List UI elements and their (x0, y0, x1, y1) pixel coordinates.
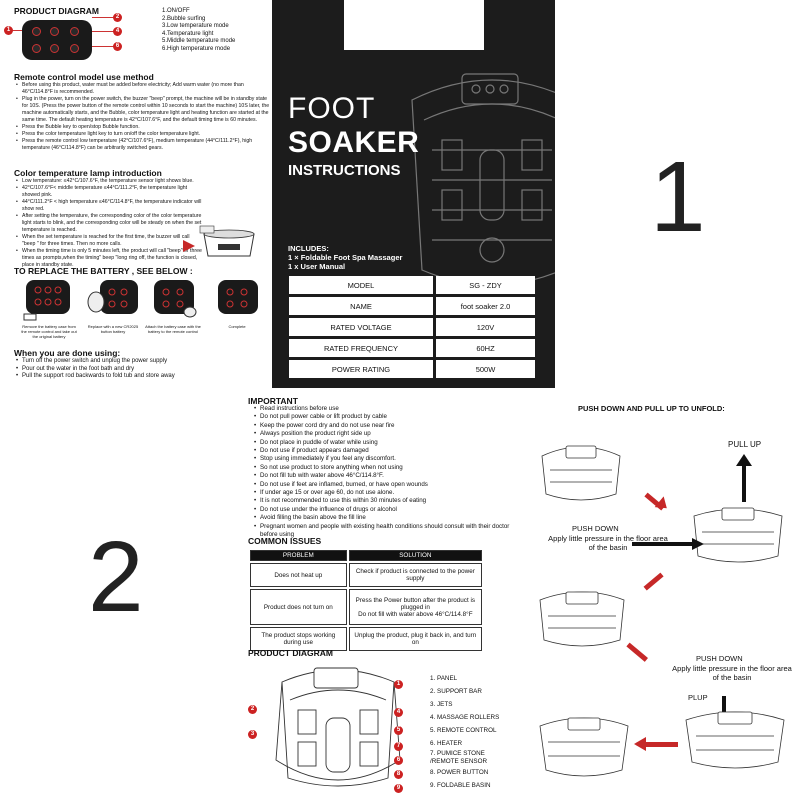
pull-up-label: PULL UP (728, 440, 762, 449)
high-temp-button-icon (70, 44, 79, 53)
callout-6: 6 (113, 42, 122, 51)
cover-includes: INCLUDES: 1 × Foldable Foot Spa Massager… (288, 244, 403, 271)
on-off-button-icon (32, 27, 41, 36)
red-arrow-4 (644, 742, 678, 747)
color-section-list: Low temperature: ≤42°C/107.6°F, the temp… (14, 178, 202, 269)
battery-step-1-image (23, 280, 70, 321)
battery-step-3-caption: Attach the battery case with the battery… (145, 324, 201, 334)
important-list: Read instructions before useDo not pull … (252, 405, 522, 540)
red-arrow-4-head (634, 737, 646, 751)
common-issues-title: COMMON ISSUES (248, 536, 322, 546)
callout-4: 4 (113, 27, 122, 36)
part-callout-1: 1 (394, 680, 403, 689)
part-callout-3: 3 (248, 730, 257, 739)
unfold-panel: PUSH DOWN AND PULL UP TO UNFOLD: PULL UP… (520, 396, 800, 800)
pull-up-arrow-head (736, 454, 752, 466)
part-callout-5: 5 (394, 726, 403, 735)
push-arrow-1 (632, 542, 696, 546)
color-section-title: Color temperature lamp introduction (14, 168, 162, 178)
part-callout-2: 2 (248, 705, 257, 714)
battery-step-4-image (218, 280, 258, 314)
basin-step-3-image (539, 591, 625, 647)
button-legend: 1.ON/OFF 2.Bubble surfing 3.Low temperat… (162, 8, 236, 52)
remote-section-title: Remote control model use method (14, 72, 154, 82)
battery-section-title: TO REPLACE THE BATTERY , SEE BELOW : (14, 266, 193, 276)
callout-2: 2 (113, 13, 122, 22)
cover-title-foot: FOOT (288, 92, 376, 125)
part-callout-8: 8 (394, 770, 403, 779)
push-down-label-1: PUSH DOWN (572, 524, 619, 533)
unfold-title: PUSH DOWN AND PULL UP TO UNFOLD: (578, 404, 725, 413)
low-temp-button-icon (32, 44, 41, 53)
done-section-list: Turn off the power switch and unplug the… (14, 358, 272, 381)
cover-title-soaker: SOAKER (288, 126, 420, 159)
plup-arrow (722, 696, 726, 716)
manual-cover: FOOT SOAKER INSTRUCTIONS INCLUDES: 1 × F… (272, 0, 555, 388)
important-title: IMPORTANT (248, 396, 298, 406)
product-diagram-title: PRODUCT DIAGRAM (14, 6, 99, 16)
foot-spa-diagram-image (275, 667, 401, 787)
basin-step-5-image (539, 717, 629, 777)
push-down-sub-1: Apply little pressure in the floor area … (548, 534, 668, 552)
part-callout-9: 9 (394, 784, 403, 793)
battery-step-2-image (87, 280, 138, 314)
remote-section-list: Before using this product, water must be… (14, 82, 272, 152)
battery-step-3-image (154, 280, 197, 318)
instructions-panel-2: IMPORTANT Read instructions before useDo… (248, 396, 520, 800)
battery-step-2-caption: Replace with a new CR2025 button battery (87, 324, 139, 334)
battery-steps: Remove the battery case from the remote … (20, 278, 270, 340)
part-callout-6: 6 (394, 756, 403, 765)
remote-control-image (22, 20, 92, 60)
basin-step-4-image (685, 711, 785, 769)
battery-step-1-caption: Remove the battery case from the remote … (21, 324, 77, 339)
bubble-button-icon (50, 27, 59, 36)
push-down-sub-2: Apply little pressure in the floor area … (672, 664, 792, 682)
cover-title-instructions: INSTRUCTIONS (288, 162, 401, 179)
mid-temp-button-icon (50, 44, 59, 53)
push-arrow-1-head (692, 538, 704, 550)
callout-1: 1 (4, 26, 13, 35)
basin-step-2-image (693, 507, 783, 563)
part-callout-4: 4 (394, 708, 403, 717)
done-section-title: When you are done using: (14, 348, 121, 358)
light-button-icon (70, 27, 79, 36)
red-arrow-1-head (654, 496, 672, 514)
basin-step-1-image (541, 445, 621, 501)
push-down-label-2: PUSH DOWN (696, 654, 743, 663)
part-callout-7: 7 (394, 742, 403, 751)
page-number-1: 1 (650, 141, 706, 253)
instructions-panel-1: PRODUCT DIAGRAM 1 2 4 6 1.ON/OFF 2.Bubbl… (0, 0, 270, 390)
red-arrow-2 (643, 572, 664, 591)
page-number-2: 2 (88, 521, 144, 633)
parts-list: 1. PANEL 2. SUPPORT BAR 3. JETS 4. MASSA… (430, 675, 500, 789)
battery-step-4-caption: Complete (228, 324, 246, 329)
cover-notch (344, 0, 484, 50)
pull-up-arrow (742, 464, 746, 502)
product-diagram-bottom-title: PRODUCT DIAGRAM (248, 648, 333, 658)
plup-label: PLUP (688, 693, 708, 702)
red-arrow-icon (183, 240, 195, 252)
foot-spa-outline-image (411, 73, 555, 286)
foot-spa-image (199, 225, 255, 257)
